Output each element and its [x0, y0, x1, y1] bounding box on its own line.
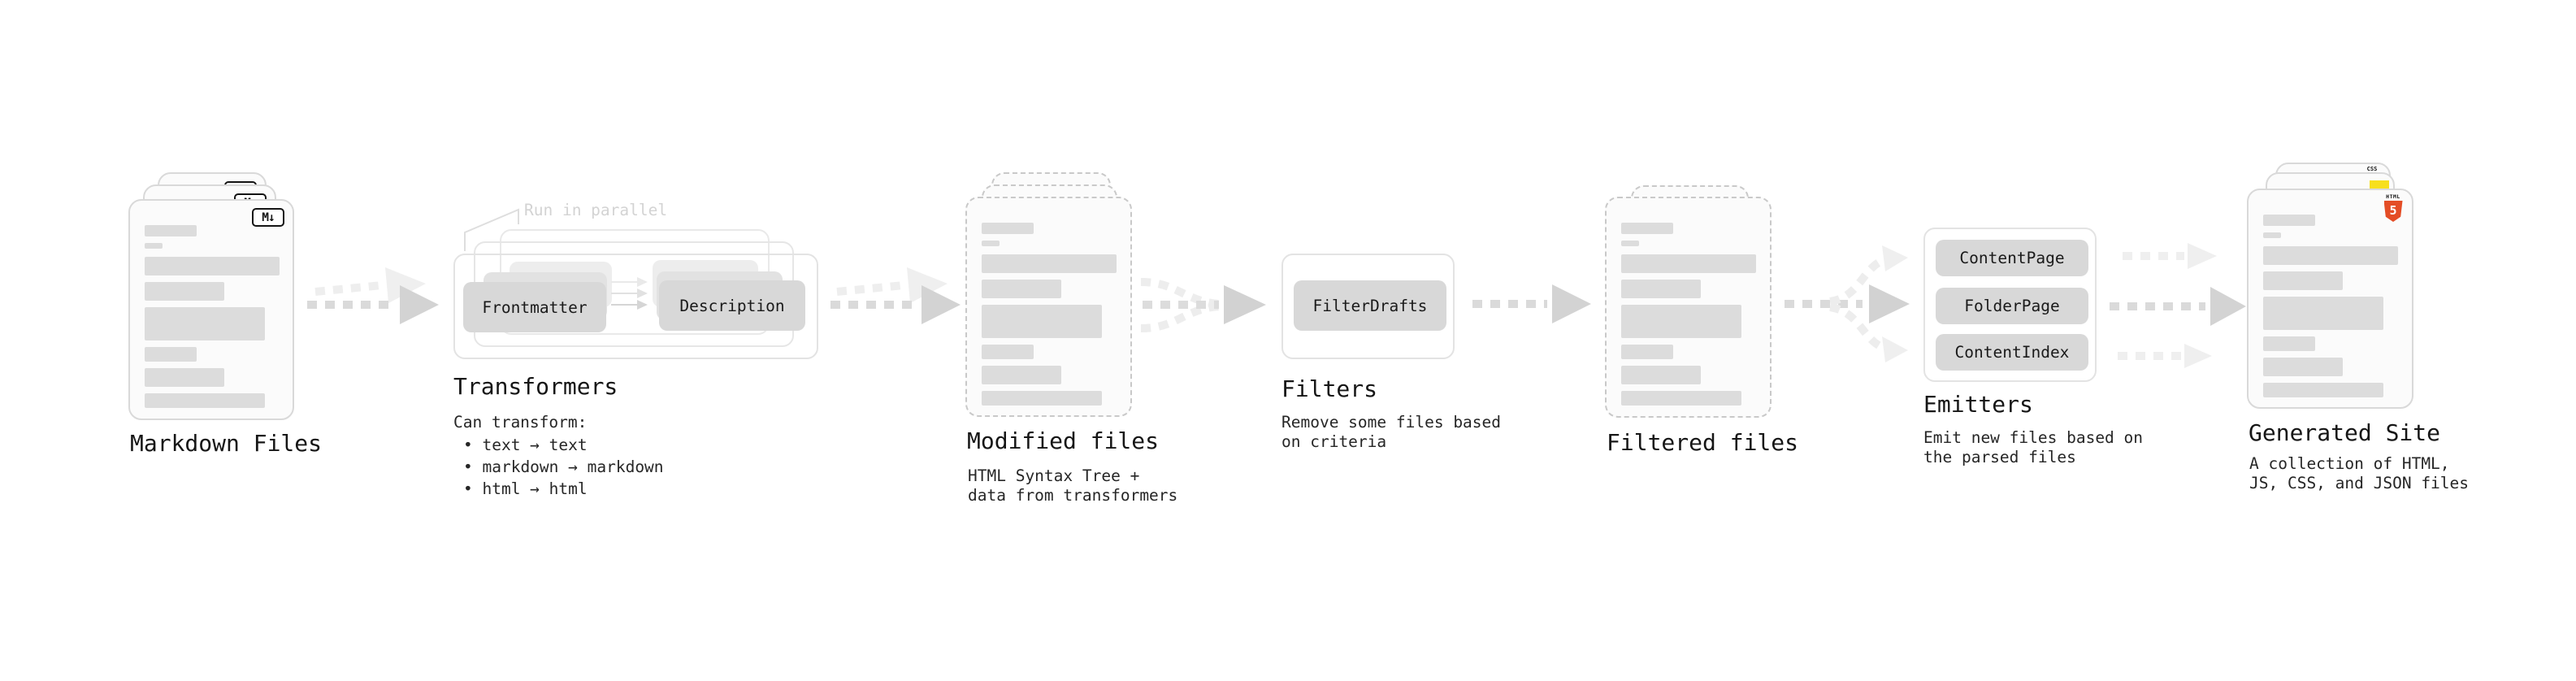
doc-text-line [982, 280, 1061, 298]
arrow-markdown-to-transformers [307, 267, 439, 324]
generated-html-card: HTML 5 [2247, 189, 2413, 409]
transformers-desc-title: Can transform: [453, 413, 588, 432]
generated-site-desc: A collection of HTML, JS, CSS, and JSON … [2249, 454, 2469, 493]
desc-line: Remove some files based [1281, 413, 1502, 432]
doc-text-line [982, 254, 1117, 273]
doc-text-line [982, 366, 1061, 384]
modified-file-card-front [965, 197, 1132, 417]
doc-text-line [145, 307, 265, 340]
doc-text-line [1621, 223, 1673, 234]
doc-text-line [145, 257, 280, 275]
markdown-files-label: Markdown Files [130, 430, 323, 457]
javascript-icon [2370, 180, 2389, 189]
doc-text-line [1621, 305, 1741, 338]
desc-line: data from transformers [968, 486, 1178, 505]
arrow-filtered-to-emitters [1785, 245, 1910, 362]
doc-text-line [982, 305, 1102, 338]
doc-text-line [145, 225, 197, 236]
doc-text-line [145, 347, 197, 362]
generated-site-label: Generated Site [2249, 419, 2441, 446]
doc-text-line [1621, 391, 1741, 406]
doc-text-line [982, 223, 1034, 234]
html5-icon-text: HTML [2386, 193, 2400, 200]
arrow-emitters-to-generated [2110, 243, 2246, 368]
doc-text-line [2263, 246, 2398, 265]
run-in-parallel-note: Run in parallel [524, 201, 668, 219]
transformers-bullet-list: • text → text • markdown → markdown • ht… [463, 434, 664, 500]
bullet-item: • html → html [463, 479, 588, 498]
doc-text-line [1621, 254, 1756, 273]
desc-line: HTML Syntax Tree + [968, 466, 1140, 485]
desc-line: the parsed files [1923, 448, 2076, 466]
doc-text-line [2263, 358, 2343, 376]
doc-text-line [1621, 345, 1673, 359]
doc-text-line [145, 368, 224, 387]
contentpage-node: ContentPage [1936, 240, 2088, 276]
modified-files-desc: HTML Syntax Tree + data from transformer… [968, 466, 1177, 505]
filtered-files-label: Filtered files [1607, 429, 1799, 456]
desc-line: A collection of HTML, [2249, 454, 2450, 473]
markdown-icon: M↓ [252, 208, 284, 227]
doc-text-line [2263, 297, 2383, 330]
filterdrafts-node: FilterDrafts [1294, 280, 1446, 331]
bullet-item: • text → text [463, 436, 588, 454]
doc-text-line [2263, 232, 2281, 238]
filtered-file-card-front [1605, 197, 1772, 418]
filters-desc: Remove some files based on criteria [1281, 413, 1501, 452]
doc-text-line [2263, 215, 2315, 226]
frontmatter-node: Frontmatter [463, 282, 606, 332]
transformers-label: Transformers [453, 373, 618, 400]
doc-text-line [145, 243, 163, 249]
modified-files-label: Modified files [967, 427, 1160, 454]
bullet-item: • markdown → markdown [463, 458, 664, 476]
emitters-label: Emitters [1923, 391, 2033, 418]
arrow-modified-to-filters [1140, 278, 1266, 332]
doc-text-line [2263, 336, 2315, 351]
desc-line: on criteria [1281, 432, 1387, 451]
doc-text-line [1621, 366, 1701, 384]
folderpage-node: FolderPage [1936, 288, 2088, 324]
contentindex-node: ContentIndex [1936, 334, 2088, 371]
doc-text-line [982, 391, 1102, 406]
filters-box: FilterDrafts [1281, 254, 1455, 359]
emitters-desc: Emit new files based on the parsed files [1923, 428, 2143, 467]
css-icon-text: CSS [2366, 166, 2378, 172]
doc-text-line [145, 393, 265, 408]
arrow-filters-to-filtered [1472, 284, 1591, 323]
filters-label: Filters [1281, 375, 1378, 402]
doc-text-line [1621, 280, 1701, 298]
html5-icon: HTML 5 [2383, 194, 2403, 222]
emitters-box: ContentPage FolderPage ContentIndex [1923, 228, 2097, 382]
description-node: Description [659, 280, 805, 331]
doc-text-line [982, 345, 1034, 359]
doc-text-line [982, 241, 1000, 246]
html5-shield: 5 [2383, 201, 2403, 222]
markdown-file-card-front: M↓ [128, 199, 294, 420]
doc-text-line [2263, 383, 2383, 397]
desc-line: Emit new files based on [1923, 428, 2144, 447]
desc-line: JS, CSS, and JSON files [2249, 474, 2470, 492]
doc-text-line [1621, 241, 1639, 246]
doc-text-line [145, 282, 224, 301]
transformer-box-front: Frontmatter Description [453, 254, 818, 359]
doc-text-line [2263, 271, 2343, 290]
arrow-transformers-to-modified [830, 267, 961, 324]
